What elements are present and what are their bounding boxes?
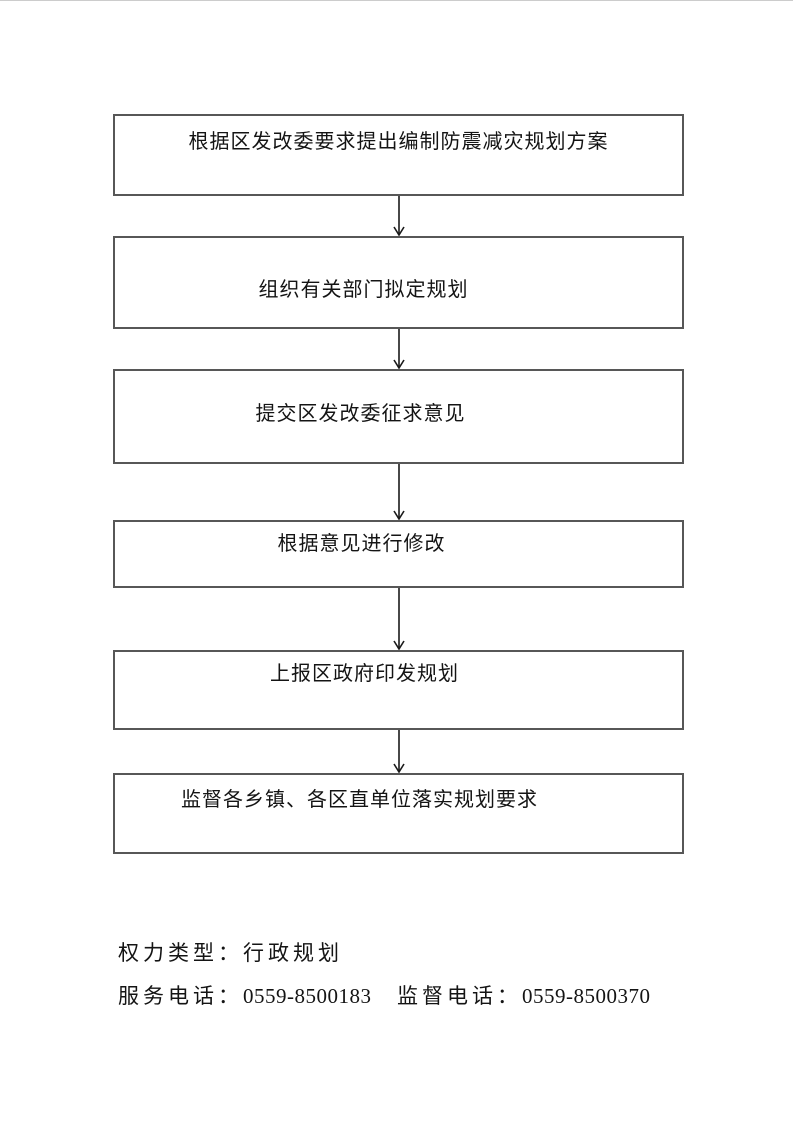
flow-step-3: 提交区发改委征求意见	[113, 369, 684, 464]
supervision-phone-value: 0559-8500370	[522, 984, 651, 1008]
flow-step-3-label: 提交区发改委征求意见	[255, 403, 466, 425]
down-arrow-icon	[393, 464, 405, 520]
flow-step-5: 上报区政府印发规划	[113, 650, 684, 730]
flow-step-6: 监督各乡镇、各区直单位落实规划要求	[113, 773, 684, 854]
flow-step-2-label: 组织有关部门拟定规划	[258, 279, 469, 301]
flow-step-6-label: 监督各乡镇、各区直单位落实规划要求	[181, 789, 538, 811]
supervision-phone-label: 监督电话：	[397, 984, 522, 1008]
down-arrow-icon	[393, 730, 405, 773]
down-arrow-icon	[393, 588, 405, 650]
flow-step-1: 根据区发改委要求提出编制防震减灾规划方案	[113, 114, 684, 196]
down-arrow-icon	[393, 329, 405, 369]
service-phone-label: 服务电话：	[118, 984, 243, 1008]
supervision-phone-line: 监督电话：0559-8500370	[397, 980, 651, 1010]
service-phone-line: 服务电话：0559-8500183	[118, 980, 372, 1010]
down-arrow-icon	[393, 196, 405, 236]
flow-step-1-label: 根据区发改委要求提出编制防震减灾规划方案	[188, 131, 609, 153]
power-type-value: 行政规划	[243, 941, 343, 965]
service-phone-value: 0559-8500183	[243, 984, 372, 1008]
power-type-label: 权力类型：	[118, 941, 243, 965]
flow-step-4: 根据意见进行修改	[113, 520, 684, 588]
flow-step-4-label: 根据意见进行修改	[277, 533, 446, 555]
flow-step-2: 组织有关部门拟定规划	[113, 236, 684, 329]
flow-step-5-label: 上报区政府印发规划	[270, 663, 459, 685]
power-type-line: 权力类型：行政规划	[118, 937, 343, 967]
